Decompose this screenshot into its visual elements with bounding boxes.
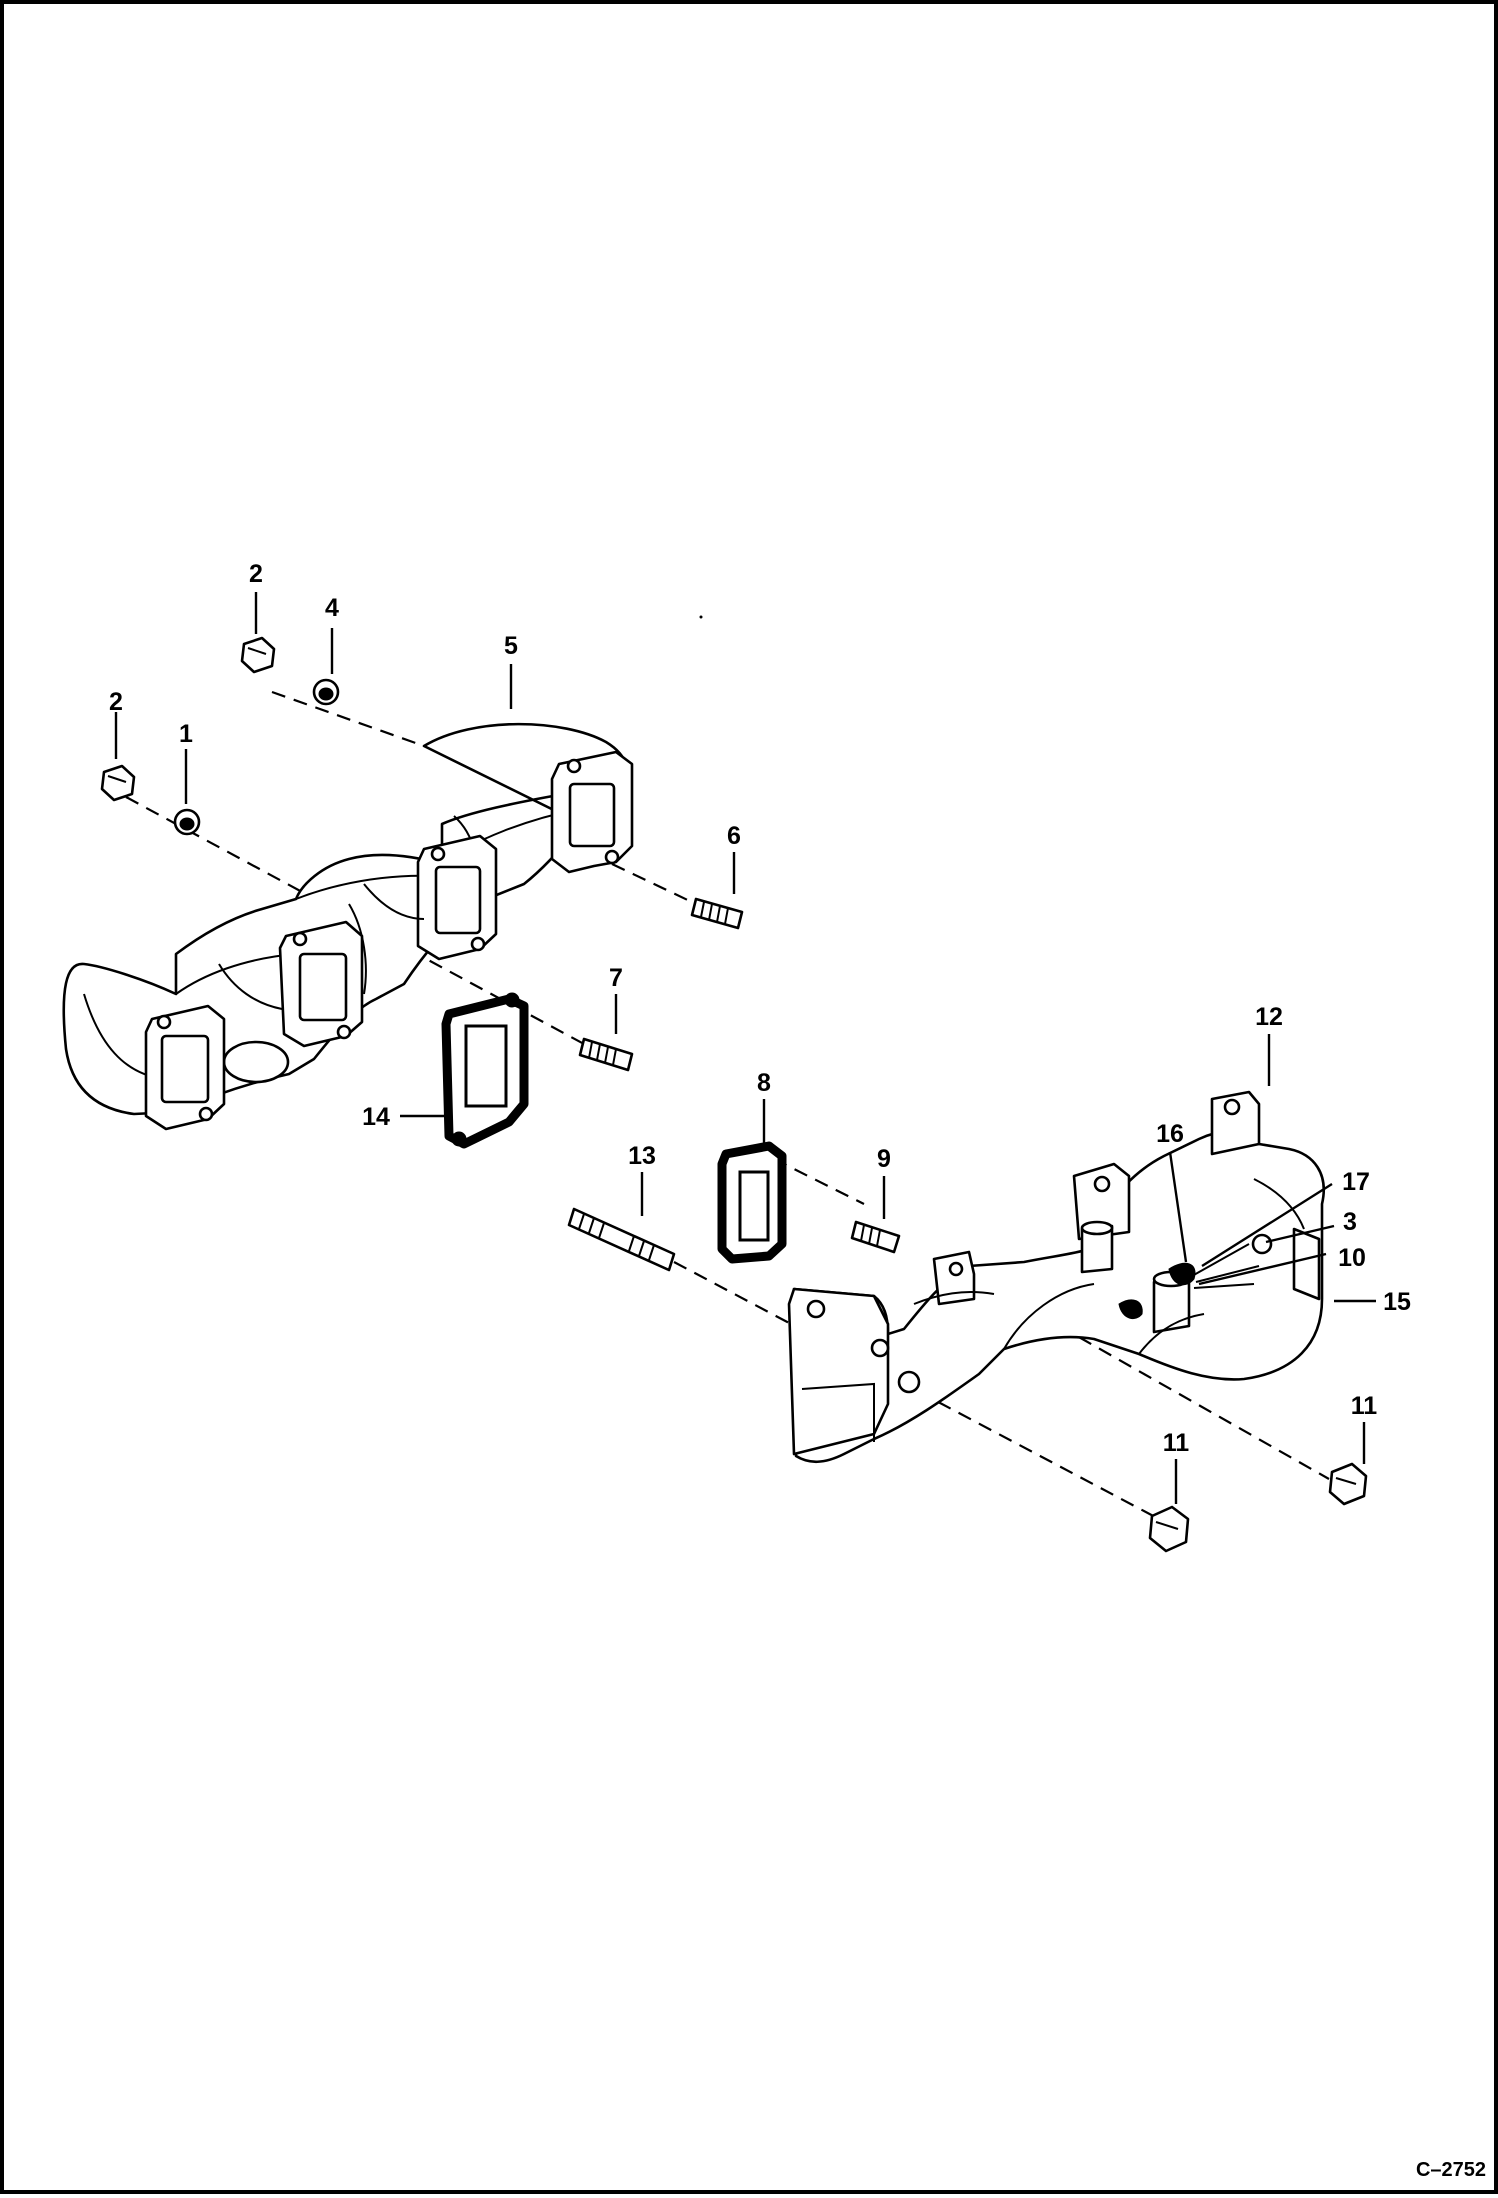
callout-11-left: 11 — [1163, 1429, 1190, 1457]
callout-1: 1 — [179, 720, 193, 748]
callout-6: 6 — [727, 822, 741, 850]
callout-4: 4 — [325, 594, 339, 622]
nut-2-lower — [100, 764, 136, 802]
callout-16: 16 — [1156, 1120, 1184, 1148]
stud-13 — [567, 1207, 676, 1272]
washer-1 — [173, 808, 201, 836]
callout-2-lower: 2 — [109, 688, 123, 716]
callout-3: 3 — [1343, 1208, 1357, 1236]
right-intake-manifold — [787, 1090, 1325, 1464]
stray-dot — [699, 615, 703, 619]
callout-12: 12 — [1255, 1003, 1283, 1031]
assembly-lines — [125, 690, 1330, 1520]
callout-8: 8 — [757, 1069, 771, 1097]
gasket-8 — [717, 1141, 787, 1264]
callout-15: 15 — [1383, 1288, 1411, 1316]
callout-14: 14 — [362, 1103, 390, 1131]
nut-2-upper — [240, 636, 276, 674]
stud-7 — [578, 1037, 634, 1072]
stud-6 — [690, 897, 744, 930]
callout-numbers: 2 4 5 2 1 6 7 14 8 13 9 12 16 17 3 10 15… — [109, 560, 1411, 1457]
callout-2-upper: 2 — [249, 560, 263, 588]
leader-lines — [114, 592, 1376, 1504]
figure-code: C–2752 — [1416, 2159, 1486, 2181]
callout-17: 17 — [1342, 1168, 1370, 1196]
exploded-parts-diagram: 2 4 5 2 1 6 7 14 8 13 9 12 16 17 3 10 15… — [62, 560, 1486, 2181]
gasket-14 — [441, 992, 529, 1149]
callout-9: 9 — [877, 1145, 891, 1173]
callout-13: 13 — [628, 1142, 656, 1170]
nut-11-right — [1328, 1462, 1368, 1506]
washer-4 — [312, 678, 340, 706]
nut-11-left — [1148, 1505, 1190, 1553]
callout-10: 10 — [1338, 1244, 1366, 1272]
callout-7: 7 — [609, 964, 623, 992]
stud-9 — [850, 1220, 901, 1254]
callout-5: 5 — [504, 632, 518, 660]
left-exhaust-manifold — [62, 722, 634, 1131]
callout-11-right: 11 — [1351, 1392, 1378, 1420]
